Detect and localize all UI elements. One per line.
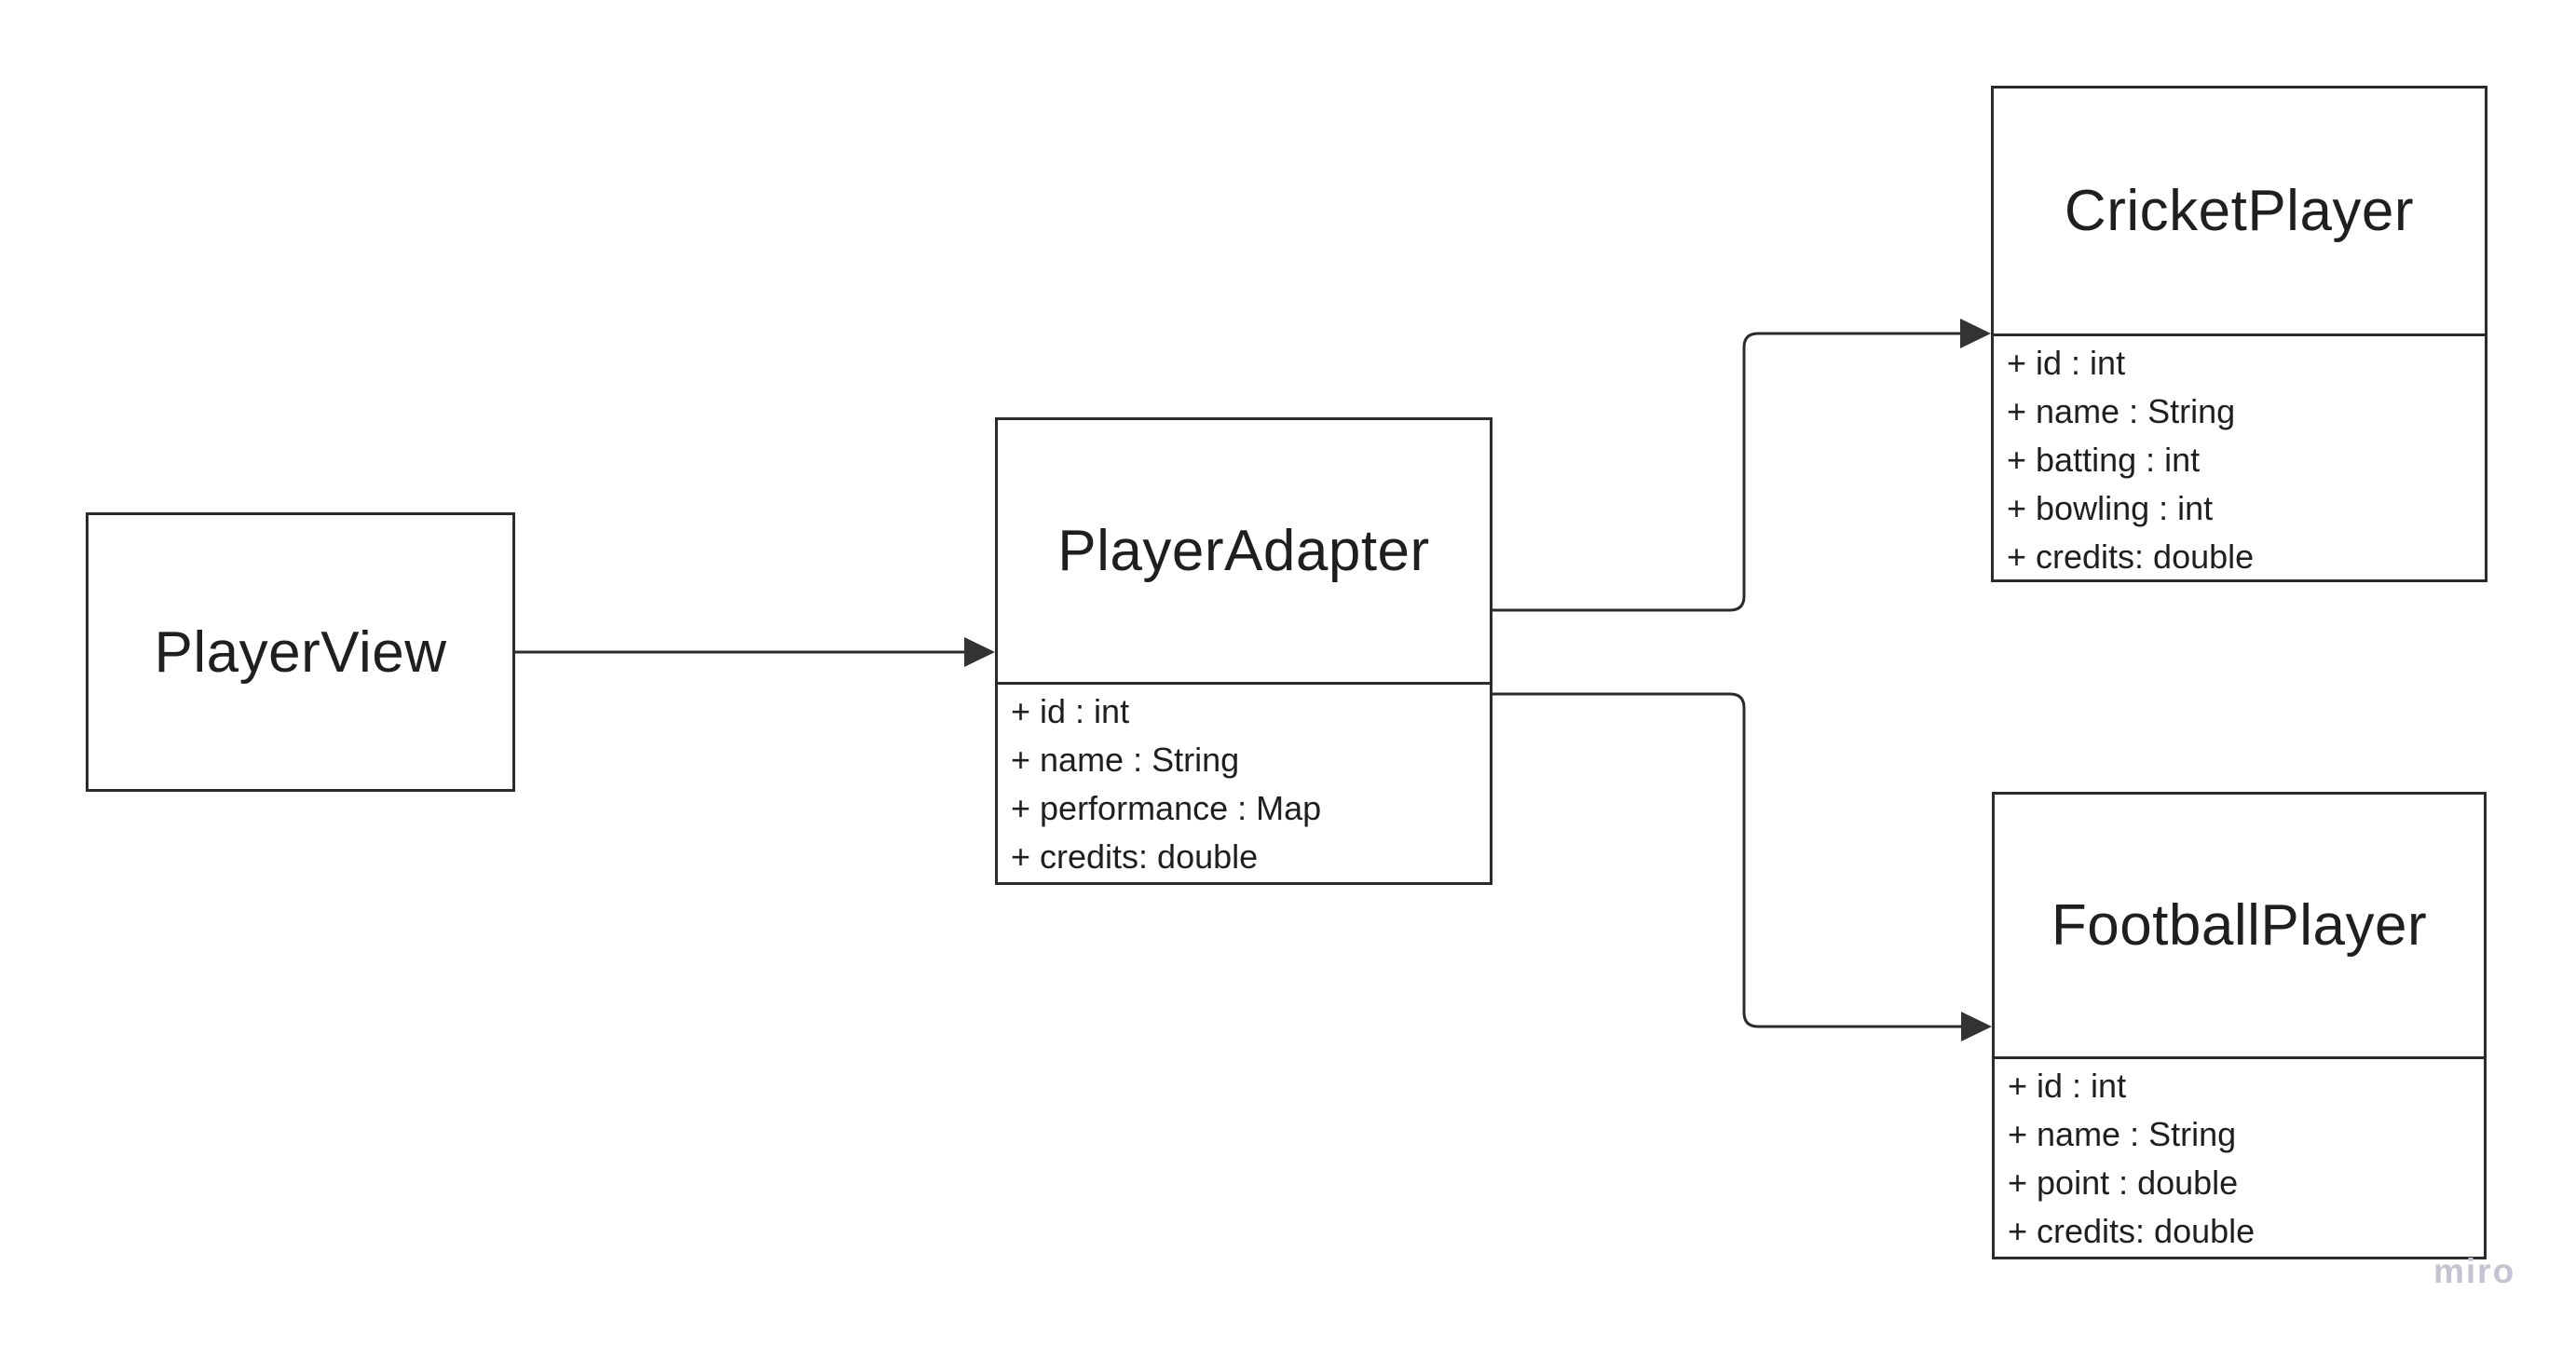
class-box-cricketplayer[interactable]: CricketPlayer + id : int+ name : String+… xyxy=(1991,86,2487,582)
arrowhead-icon xyxy=(1961,1012,1992,1041)
attribute-row: + point : double xyxy=(2008,1163,2239,1202)
attribute-row: + credits: double xyxy=(1011,837,1259,876)
class-attributes: + id : int + name : String + batting : int… xyxy=(1994,333,2485,579)
attribute-row: + credits: double xyxy=(2007,537,2255,576)
class-box-playeradapter[interactable]: PlayerAdapter + id : int+ name : String+… xyxy=(995,417,1492,885)
attribute-row: + name : String xyxy=(2008,1115,2237,1153)
class-title: CricketPlayer xyxy=(2064,179,2415,243)
class-title: PlayerAdapter xyxy=(1057,519,1430,583)
attribute-row: + bowling : int xyxy=(2007,489,2214,527)
class-box-footballplayer[interactable]: FootballPlayer + id : int + name : String… xyxy=(1992,792,2487,1259)
arrowhead-icon xyxy=(964,637,995,667)
class-attributes: + id : int + name : String + performance :… xyxy=(998,682,1490,882)
attribute-row: + batting : int xyxy=(2007,441,2201,479)
class-attributes: + id : int + name : String + point : doubl… xyxy=(1995,1056,2484,1257)
arrowhead-icon xyxy=(1960,319,1991,348)
attribute-row: + performance : Map xyxy=(1011,789,1322,827)
attribute-row: + name : String xyxy=(2007,392,2236,430)
attribute-row: + id : int xyxy=(2008,1067,2127,1105)
attribute-row: + id : int xyxy=(2007,344,2126,382)
connector-playerview-to-playeradapter[interactable] xyxy=(515,637,995,667)
attribute-row: + id : int xyxy=(1011,692,1130,730)
connector-playeradapter-to-footballplayer[interactable] xyxy=(1492,692,1992,1041)
class-title: PlayerView xyxy=(154,619,447,685)
attribute-row: + credits: double xyxy=(2008,1212,2256,1250)
attribute-row: + name : String xyxy=(1011,741,1240,779)
connector-playeradapter-to-cricketplayer[interactable] xyxy=(1492,319,1991,612)
class-box-playerview[interactable]: PlayerView xyxy=(86,512,515,792)
miro-logo: miro xyxy=(2433,1252,2516,1290)
class-title: FootballPlayer xyxy=(2051,893,2428,958)
